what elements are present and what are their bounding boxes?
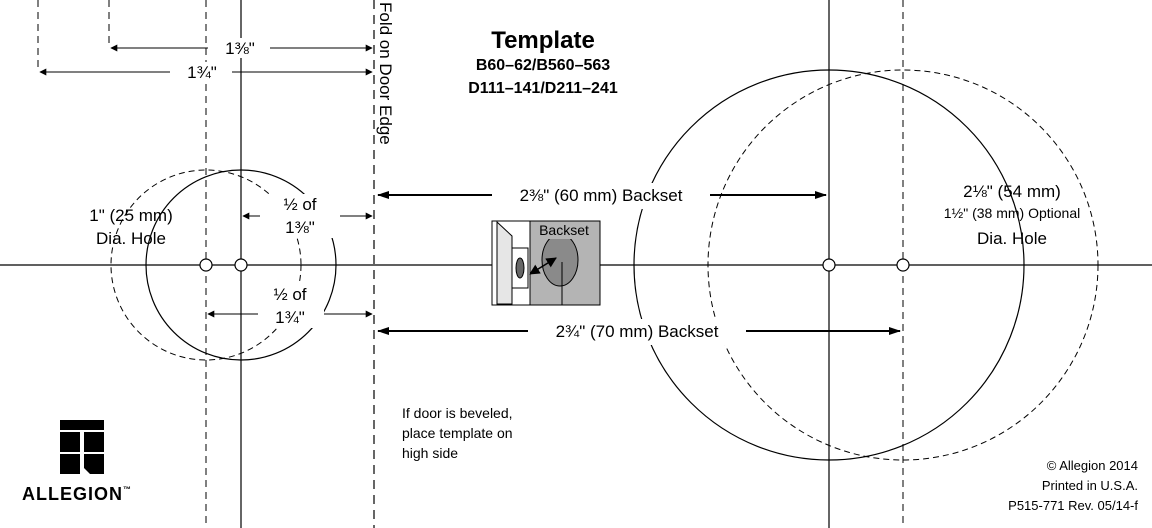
footer-copyright: © Allegion 2014 [1047, 458, 1138, 473]
bevel-note-line-1: If door is beveled, [402, 405, 513, 421]
right-hole-size: 2⅛" (54 mm) [963, 182, 1061, 201]
allegion-logo-icon [60, 420, 104, 474]
right-center-mark-solid [822, 258, 836, 272]
left-center-mark-dashed [199, 258, 213, 272]
left-center-mark-solid [234, 258, 248, 272]
bevel-note-line-2: place template on [402, 425, 513, 441]
left-hole-label: Dia. Hole [96, 229, 166, 248]
backset-70-label: 2¾" (70 mm) Backset [556, 322, 719, 341]
left-hole-size: 1" (25 mm) [89, 206, 173, 225]
dim-label-1-3-4: 1¾" [187, 63, 217, 82]
backset-60-label: 2⅜" (60 mm) Backset [520, 186, 683, 205]
inset-backset-label: Backset [539, 222, 589, 238]
right-hole-circle-dashed [707, 69, 1099, 461]
footer-part-number: P515-771 Rev. 05/14-f [1008, 498, 1138, 513]
right-center-mark-dashed [896, 258, 910, 272]
half-of-label-b: ½ of [273, 285, 306, 304]
half-of-value-1-3-8: 1⅜" [285, 218, 315, 237]
models-line-1: B60–62/B560–563 [476, 57, 610, 74]
right-hole-circle-solid [633, 69, 1025, 461]
backset-inset-illustration [491, 220, 601, 306]
left-hole-circle-dashed [110, 169, 302, 361]
bevel-note-line-3: high side [402, 445, 458, 461]
right-hole-label: Dia. Hole [977, 229, 1047, 248]
right-hole-optional: 1½" (38 mm) Optional [944, 205, 1080, 221]
fold-on-door-edge-label: Fold on Door Edge [376, 2, 395, 145]
left-hole-circle-solid [145, 169, 337, 361]
models-line-2: D111–141/D211–241 [468, 80, 618, 97]
half-of-label-a: ½ of [283, 195, 316, 214]
footer-printed: Printed in U.S.A. [1042, 478, 1138, 493]
brand-name: ALLEGION™ [22, 484, 132, 504]
dim-label-1-3-8: 1⅜" [225, 39, 255, 58]
half-of-value-1-3-4: 1¾" [275, 308, 305, 327]
template-title: Template [491, 27, 595, 54]
